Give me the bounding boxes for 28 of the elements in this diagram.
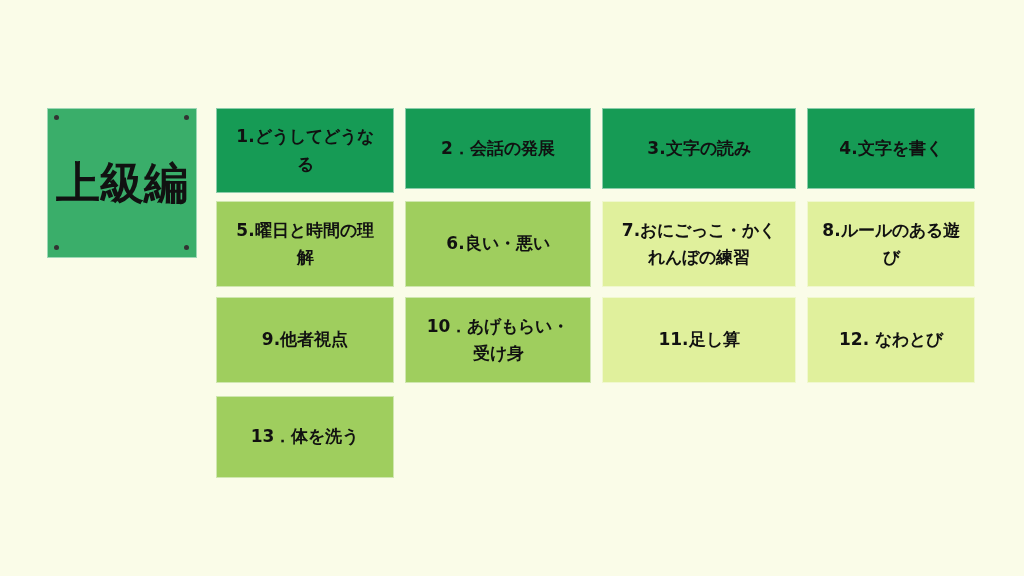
topic-card <box>602 201 796 287</box>
topic-card <box>602 297 796 383</box>
section-heading: 上級編 <box>56 155 188 210</box>
topic-card <box>602 108 796 189</box>
topic-label: 9.他者視点 <box>260 328 350 352</box>
topic-card <box>216 201 394 287</box>
topic-label: 4.文字を書く <box>838 136 944 160</box>
topic-card <box>216 108 394 193</box>
topic-label: 13．体を洗う <box>249 425 361 449</box>
topic-label: 1.どうしてどうなる <box>235 125 375 176</box>
topic-label: 7.おにごっこ・かくれんぼの練習 <box>620 218 778 269</box>
topic-label: 12. なわとび <box>837 328 945 352</box>
topic-label: 11.足し算 <box>657 328 741 352</box>
topic-card <box>405 201 591 287</box>
topic-label: 5.曜日と時間の理解 <box>235 218 375 269</box>
topic-card <box>807 297 975 383</box>
topic-label: 2．会話の発展 <box>440 136 556 160</box>
topic-label: 6.良い・悪い <box>445 232 551 256</box>
topic-card <box>807 201 975 287</box>
topic-label: 10．あげもらい・受け身 <box>425 314 571 365</box>
topic-label: 3.文字の読み <box>646 136 752 160</box>
topic-card <box>405 108 591 189</box>
heading-panel <box>47 108 197 258</box>
topic-card <box>405 297 591 383</box>
topic-card <box>216 396 394 478</box>
topic-card <box>216 297 394 383</box>
topic-label: 8.ルールのある遊び <box>821 218 961 269</box>
topic-card <box>807 108 975 189</box>
